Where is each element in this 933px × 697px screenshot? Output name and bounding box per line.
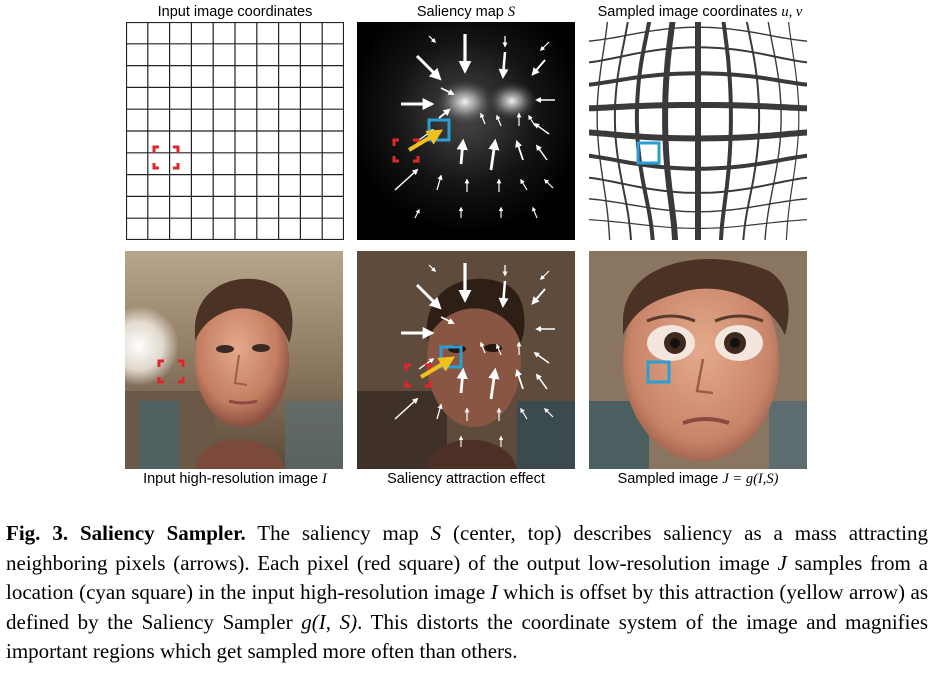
caption-text-5: . This distorts the coordinate system of… (6, 609, 928, 664)
figure-number: Fig. 3. (6, 521, 69, 545)
caption-text-3: samples from a location (cyan square) in… (6, 550, 928, 605)
input-grid-panel (126, 22, 344, 240)
sampled-photo-panel (589, 251, 807, 469)
caption-var-j: J (777, 550, 787, 575)
sampled-grid-panel (589, 22, 807, 240)
sampled-photo-graphic (589, 251, 807, 469)
sampled-grid-graphic (589, 22, 807, 240)
caption-text-2: (center, top) describes saliency as a ma… (6, 521, 928, 575)
attraction-effect-graphic (357, 251, 575, 469)
red-square-marker-2 (392, 138, 420, 163)
sampled-photo-title: Sampled image J = g(I,S) (617, 471, 779, 487)
caption-text-4: which is offset by this attraction (yell… (6, 580, 928, 634)
input-photo-title: Input high-resolution image I (143, 471, 327, 487)
attraction-effect-panel (357, 251, 575, 469)
red-square-marker-3 (157, 359, 185, 384)
saliency-map-panel (357, 22, 575, 240)
caption-var-s: S (430, 521, 442, 545)
caption-func: g(I, S) (301, 609, 358, 634)
caption-var-i: I (490, 580, 498, 604)
cyan-square-marker-4 (646, 360, 671, 384)
caption-text-1: The saliency map (245, 521, 431, 545)
cyan-square-marker-2 (636, 141, 661, 165)
figure-title: Saliency Sampler. (80, 521, 246, 545)
yellow-attraction-arrow-2 (419, 356, 456, 379)
input-photo-panel (125, 251, 343, 469)
sampled-grid-title: Sampled image coordinates u, v (597, 4, 803, 20)
input-photo-graphic (125, 251, 343, 469)
red-square-marker (152, 145, 180, 170)
saliency-map-graphic (357, 22, 575, 240)
input-grid-title: Input image coordinates (157, 4, 313, 20)
red-square-marker-4 (404, 363, 432, 388)
input-grid-graphic (126, 22, 344, 240)
saliency-map-title: Saliency map S (416, 4, 516, 20)
figure-caption: Fig. 3. Saliency Sampler. The saliency m… (6, 519, 928, 667)
attraction-effect-title: Saliency attraction effect (387, 471, 545, 487)
yellow-attraction-arrow (407, 129, 444, 152)
